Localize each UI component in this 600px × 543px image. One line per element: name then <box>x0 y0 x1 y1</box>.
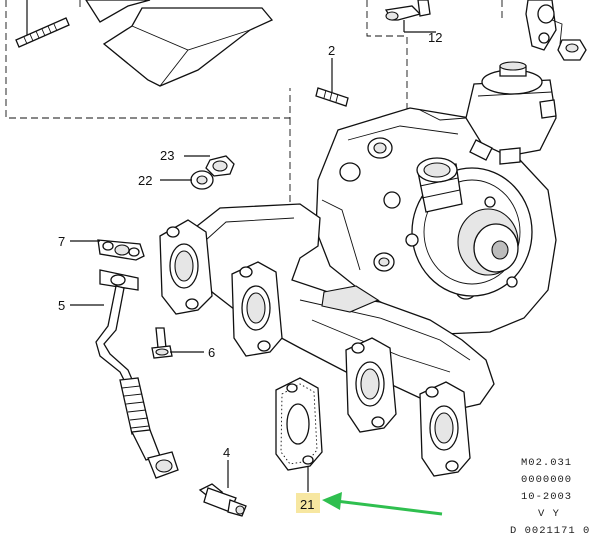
code-line-1: M02.031 <box>521 457 572 469</box>
callout-labels: 2 12 23 22 7 5 6 4 21 <box>58 30 442 513</box>
code-line-3: 10-2003 <box>521 491 572 503</box>
callout-21: 21 <box>300 497 314 512</box>
stud-top-left <box>15 0 70 48</box>
bracket-12 <box>384 0 431 32</box>
washer-22 <box>190 170 214 190</box>
callout-22: 22 <box>138 173 152 188</box>
code-line-5: D 0021171 0 <box>510 525 590 537</box>
exhaust-manifold <box>159 203 495 477</box>
bolt-6 <box>151 327 173 359</box>
oil-supply-pipe-5 <box>95 269 179 479</box>
heat-shield <box>85 0 274 87</box>
stud-2 <box>315 87 349 107</box>
leader-lines <box>70 31 436 492</box>
code-line-4: V Y <box>538 508 560 520</box>
callout-21-highlight <box>296 493 320 513</box>
union-fitting-4 <box>198 483 247 517</box>
callout-5: 5 <box>58 298 65 313</box>
callout-12: 12 <box>428 30 442 45</box>
reference-lines <box>5 0 503 214</box>
turbocharger <box>315 61 557 335</box>
callout-6: 6 <box>208 345 215 360</box>
callout-23: 23 <box>160 148 174 163</box>
callout-7: 7 <box>58 234 65 249</box>
callout-2: 2 <box>328 43 335 58</box>
code-line-2: 0000000 <box>521 474 572 486</box>
bracket-right <box>525 0 587 61</box>
pointer-arrow <box>322 492 443 516</box>
oil-line-flange-7 <box>97 239 145 261</box>
nut-23 <box>205 155 235 177</box>
callout-4: 4 <box>223 445 230 460</box>
manifold-gasket-21 <box>275 377 323 471</box>
drawing-code-block: M02.031 0000000 10-2003 V Y D 0021171 0 <box>510 457 590 537</box>
